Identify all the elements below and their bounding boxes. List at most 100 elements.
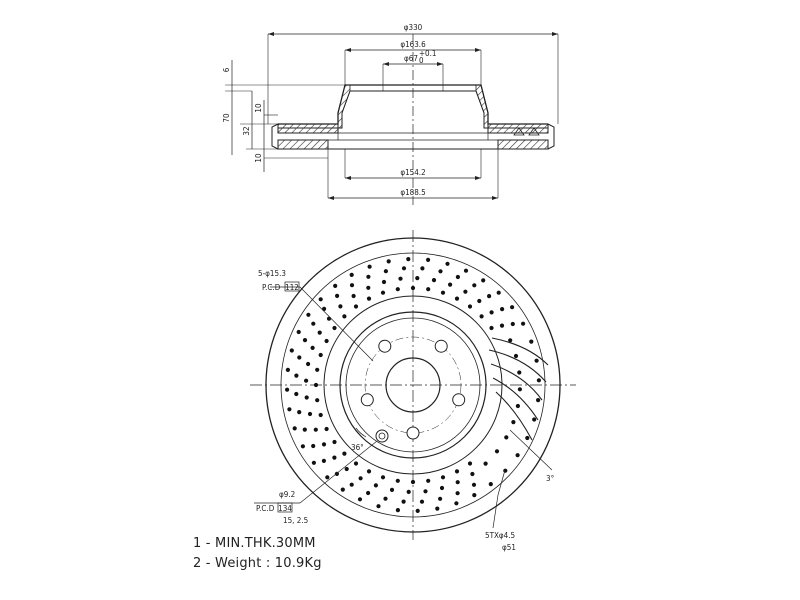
drill-hole — [463, 268, 469, 273]
drill-hole — [285, 387, 290, 392]
drill-hole — [431, 278, 437, 283]
bolt-hole — [434, 339, 448, 353]
drill-hole — [380, 475, 386, 480]
drill-hole — [455, 491, 460, 496]
dim-outer-dia: φ330 — [404, 23, 423, 32]
drill-hole — [525, 435, 530, 441]
drill-hole — [313, 427, 318, 432]
drill-hole — [342, 314, 347, 319]
friction-inner — [323, 295, 503, 475]
drill-hole — [511, 420, 516, 425]
drill-hole — [438, 496, 443, 501]
dim-inner-dia-2: φ188.5 — [400, 188, 425, 197]
drill-hole — [398, 276, 403, 281]
drill-hole — [395, 508, 400, 513]
drill-hole — [440, 475, 446, 480]
small-pcd-prefix: P.C.D — [256, 504, 275, 513]
dim-center-bore-tol-lower: 0 — [419, 56, 424, 65]
drill-hole — [513, 353, 519, 359]
disc-plate-lower-right — [497, 139, 549, 150]
drill-hole — [351, 293, 356, 299]
hat-inner — [345, 317, 481, 453]
drill-hole — [353, 461, 359, 466]
small-hole-label: φ9.2 — [279, 490, 295, 499]
drill-hole — [294, 391, 299, 397]
bolt-hole — [360, 393, 374, 407]
drill-hole — [426, 478, 431, 483]
drill-hole — [440, 290, 446, 295]
drill-hole — [296, 329, 301, 335]
section-view — [225, 33, 559, 205]
drill-hole — [467, 461, 473, 466]
drill-hole — [366, 285, 371, 290]
drill-hole — [454, 501, 459, 506]
hat-outer — [339, 311, 487, 459]
drill-hole — [302, 427, 307, 432]
drill-holes — [285, 257, 542, 513]
drill-hole — [489, 310, 494, 315]
drill-hole — [415, 276, 420, 281]
drill-hole — [445, 261, 450, 266]
drill-hole — [315, 398, 320, 403]
drill-hole — [366, 490, 371, 496]
chamfer-label: 15, 2.5 — [283, 516, 308, 525]
drill-hole — [410, 285, 416, 291]
drill-hole — [324, 426, 329, 432]
drill-hole — [349, 272, 354, 277]
dim-total-height: 70 — [222, 113, 231, 123]
drill-hole — [383, 496, 388, 501]
small-pcd-value: 134 — [278, 504, 292, 513]
drill-hole — [448, 282, 453, 287]
drill-hole — [415, 508, 420, 513]
drill-hole — [401, 266, 407, 271]
dimension-arrows — [268, 32, 558, 200]
dim-center-bore: φ67 — [404, 54, 418, 63]
drill-hole — [386, 259, 391, 264]
drill-hole — [313, 382, 319, 388]
drill-hole — [455, 480, 460, 485]
drill-hole — [467, 304, 473, 309]
drill-hole — [300, 444, 305, 449]
drill-hole — [353, 304, 359, 309]
drill-hole — [510, 321, 515, 327]
drill-hole — [534, 358, 539, 363]
drill-hole — [420, 266, 425, 271]
drill-hole — [340, 487, 345, 492]
drill-hole — [406, 257, 411, 262]
drill-hole — [373, 483, 378, 488]
drill-hole — [435, 506, 440, 511]
drill-hole — [302, 338, 308, 343]
drill-hole — [338, 304, 343, 309]
drill-hole — [479, 314, 484, 319]
drill-hole — [289, 348, 294, 353]
bolt-pcd-prefix: P.C.D — [262, 283, 281, 292]
drill-hole — [333, 283, 338, 288]
drill-hole — [410, 479, 416, 485]
drill-hole — [332, 455, 337, 460]
center-bore — [385, 357, 441, 413]
drill-hole — [358, 476, 363, 481]
drill-hole — [521, 321, 526, 326]
drill-hole — [472, 283, 477, 288]
drill-hole — [366, 274, 371, 279]
drill-hole — [517, 387, 523, 392]
groove-dia-label: φ51 — [502, 543, 516, 552]
drill-hole — [504, 435, 509, 440]
drill-hole — [381, 279, 387, 285]
drill-hole — [515, 403, 521, 409]
drill-hole — [499, 323, 505, 328]
drill-hole — [536, 378, 542, 383]
drill-hole — [324, 338, 329, 344]
disc-plate-upper-right — [487, 123, 549, 134]
drill-hole — [306, 312, 311, 317]
drill-hole — [366, 296, 372, 301]
bolt-holes-label: 5-φ15.3 — [258, 269, 286, 278]
drill-hole — [483, 461, 488, 466]
drill-hole — [426, 257, 431, 262]
drill-hole — [496, 290, 501, 295]
outer-band — [280, 252, 546, 518]
drill-hole — [529, 339, 534, 344]
outer-edge — [265, 237, 561, 533]
drill-hole — [517, 370, 522, 375]
